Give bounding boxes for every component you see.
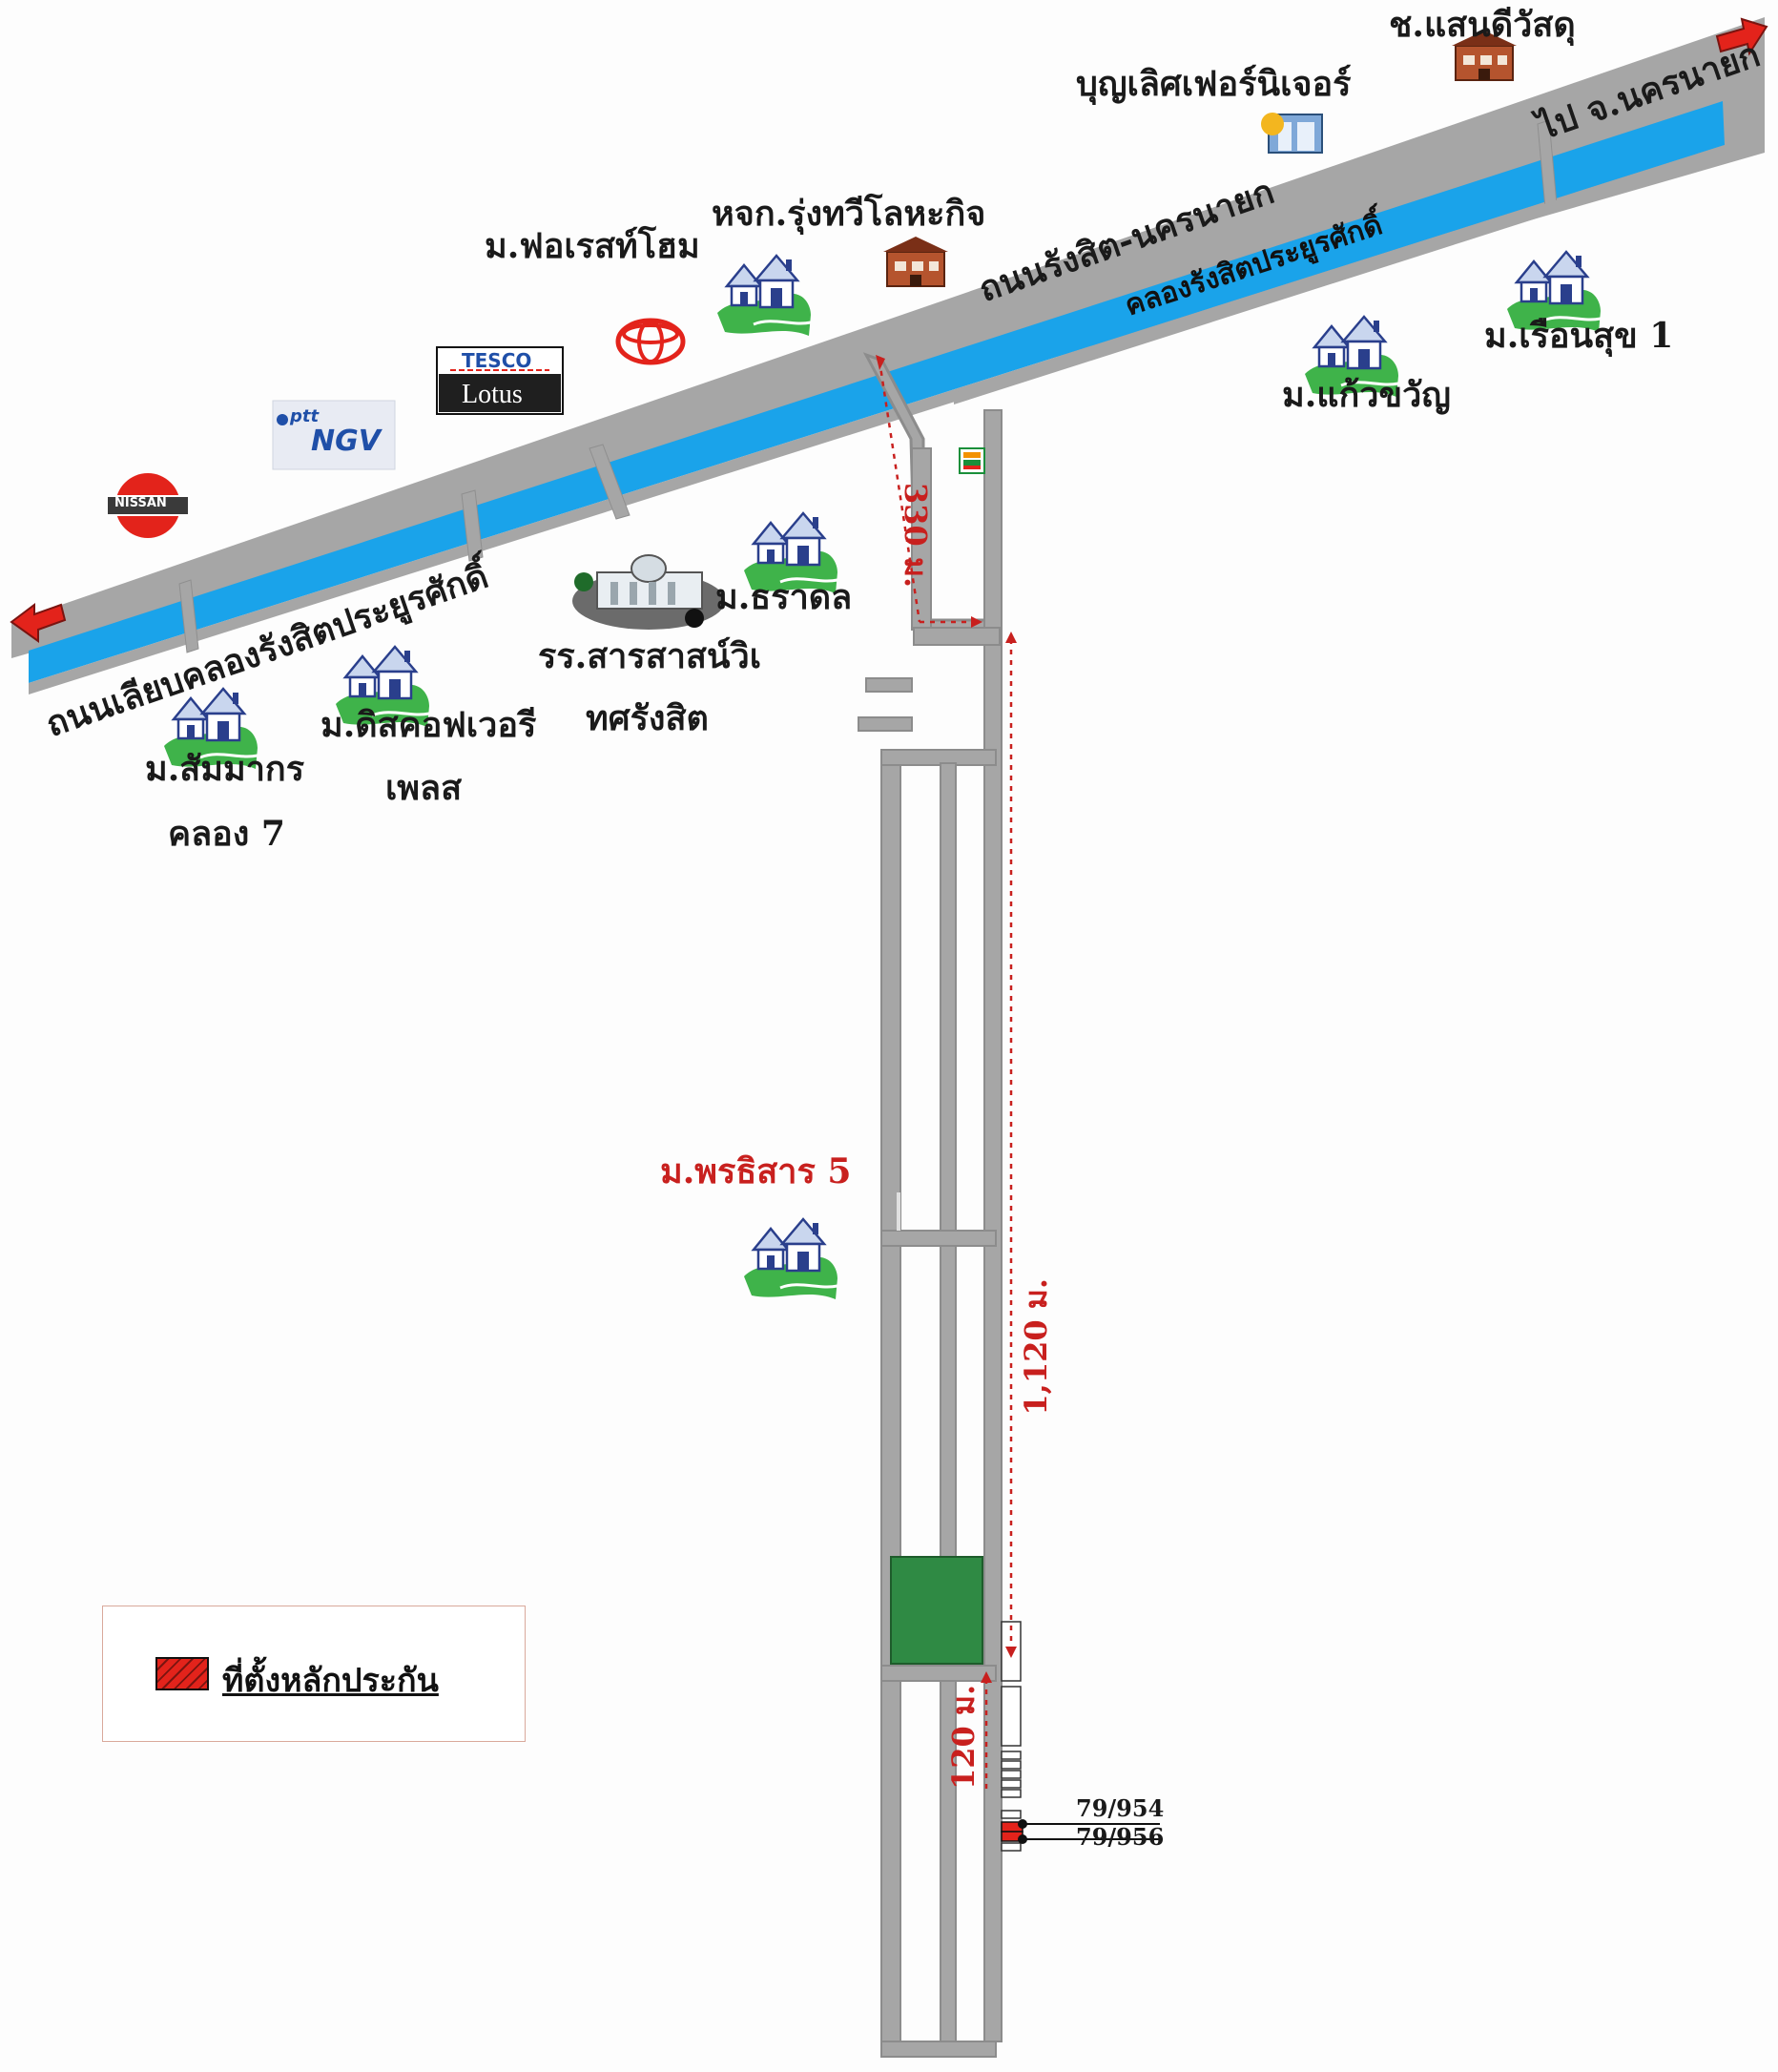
house-icon-pornsiri [742, 1217, 839, 1301]
toyota-logo-icon [615, 318, 686, 365]
label-sammakorn-1: ม.สัมมากร [145, 749, 305, 789]
label-distance-330: 330 ม. [898, 483, 934, 589]
label-pornsiri: ม.พรธิสาร 5 [660, 1151, 852, 1191]
school-building-icon [572, 554, 725, 630]
label-ruen-suk: ม.เรือนสุข 1 [1484, 316, 1674, 356]
ptt-logo-text: ptt [290, 406, 320, 426]
house-icon-forest-home [715, 254, 813, 338]
tesco-lotus-logo-icon [436, 346, 564, 415]
arrow-right [1715, 17, 1768, 56]
distance-lines [878, 360, 1013, 1793]
label-plot-a: 79/954 [1076, 1794, 1165, 1822]
main-road-strip [11, 17, 1765, 658]
cross-roads [178, 119, 1558, 653]
legend: ที่ตั้งหลักประกัน [102, 1606, 526, 1742]
store-icon-boonlert [1261, 113, 1323, 154]
label-plot-b: 79/956 [1076, 1823, 1165, 1851]
label-saendee: ช.แสนดีวัสดุ [1389, 5, 1576, 45]
tesco-logo-text: TESCO [462, 349, 532, 372]
label-distance-1120: 1,120 ม. [1018, 1278, 1054, 1416]
shop-icon-rung-thawee [882, 236, 949, 287]
legend-collateral-swatch [155, 1657, 209, 1690]
label-sammakorn-2: คลอง 7 [168, 814, 285, 854]
distance-arrowheads [876, 355, 1017, 1683]
label-kaew-kwan: ม.แก้วขวัญ [1282, 375, 1451, 415]
plot-leaders [1018, 1819, 1160, 1844]
legend-label: ที่ตั้งหลักประกัน [222, 1662, 439, 1700]
ngv-logo-text: NGV [311, 425, 381, 458]
nissan-logo-icon [106, 473, 190, 538]
seven-eleven-icon [959, 447, 985, 474]
nissan-logo-text: NISSAN [114, 496, 167, 510]
label-rung-thawee: หจก.รุ่งทวีโลหะกิจ [712, 194, 986, 234]
label-discovery-1: ม.ดิสคอฟเวอรี [320, 705, 537, 745]
label-boonlert: บุญเลิศเฟอร์นิเจอร์ [1076, 64, 1352, 104]
label-tharadol: ม.ธราดล [715, 577, 853, 617]
frontage-road [954, 147, 1725, 404]
arrow-left [10, 603, 67, 643]
label-forest-home: ม.ฟอเรสท์โฮม [485, 226, 700, 266]
label-distance-120: 120 ม. [945, 1684, 982, 1790]
side-stubs [858, 677, 913, 732]
lotus-logo-text: Lotus [462, 380, 523, 409]
plot-row [1001, 1621, 1022, 1852]
green-block [890, 1556, 983, 1665]
label-school-2: ทศรังสิต [586, 698, 709, 738]
canal [29, 101, 1725, 683]
ptt-ngv-logo-icon [272, 400, 396, 470]
label-school-1: รร.สารสาสน์วิเ [538, 636, 762, 676]
label-discovery-2: เพลส [385, 768, 463, 808]
soi-grid [880, 749, 997, 2058]
